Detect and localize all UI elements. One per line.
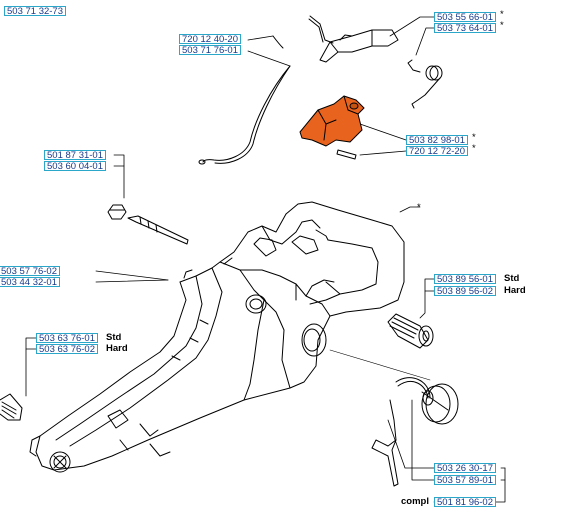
part-label[interactable]: 503 71 76-01 <box>179 45 241 56</box>
part-label[interactable]: 503 60 04-01 <box>44 161 106 172</box>
asterisk-note: * <box>472 132 476 143</box>
leader-lines <box>25 16 506 503</box>
variant-note-std: Std <box>504 273 520 284</box>
vibration-damper-right <box>387 313 434 349</box>
trigger-cable <box>198 35 291 165</box>
part-label[interactable]: 503 63 76-02 <box>36 344 98 355</box>
part-label[interactable]: 503 26 30-17 <box>434 463 496 474</box>
throttle-lever <box>308 15 399 63</box>
hose-line <box>329 349 431 381</box>
variant-note-hard: Hard <box>106 343 128 354</box>
part-label[interactable]: 503 89 56-02 <box>434 286 496 297</box>
fuel-cap <box>395 377 459 425</box>
asterisk-note: * <box>417 202 421 213</box>
part-label[interactable]: 503 71 32-73 <box>4 6 66 17</box>
asterisk-note: * <box>472 143 476 154</box>
part-label[interactable]: 501 87 31-01 <box>44 150 106 161</box>
part-label[interactable]: 503 44 32-01 <box>0 277 60 288</box>
part-label[interactable]: 720 12 40-20 <box>179 34 241 45</box>
tank-housing <box>29 201 405 473</box>
fuel-filter <box>371 399 399 487</box>
spring <box>407 59 443 109</box>
part-label[interactable]: 503 57 89-01 <box>434 475 496 486</box>
part-label[interactable]: 720 12 72-20 <box>406 146 468 157</box>
part-label[interactable]: 501 81 96-02 <box>434 497 496 508</box>
part-label[interactable]: 503 57 76-02 <box>0 266 60 277</box>
part-label[interactable]: 503 89 56-01 <box>434 274 496 285</box>
part-label[interactable]: 503 82 98-01 <box>406 135 468 146</box>
part-label[interactable]: 503 73 64-01 <box>434 23 496 34</box>
vibration-damper-left <box>0 393 23 421</box>
screw <box>107 204 189 245</box>
asterisk-note: * <box>500 20 504 31</box>
variant-note-hard: Hard <box>504 285 526 296</box>
throttle-lockout <box>299 95 365 147</box>
asterisk-note: * <box>500 9 504 20</box>
part-label[interactable]: 503 55 66-01 <box>434 12 496 23</box>
variant-note-std: Std <box>106 332 122 343</box>
compl-note: compl <box>401 496 429 507</box>
pin <box>336 149 357 160</box>
part-label[interactable]: 503 63 76-01 <box>36 333 98 344</box>
